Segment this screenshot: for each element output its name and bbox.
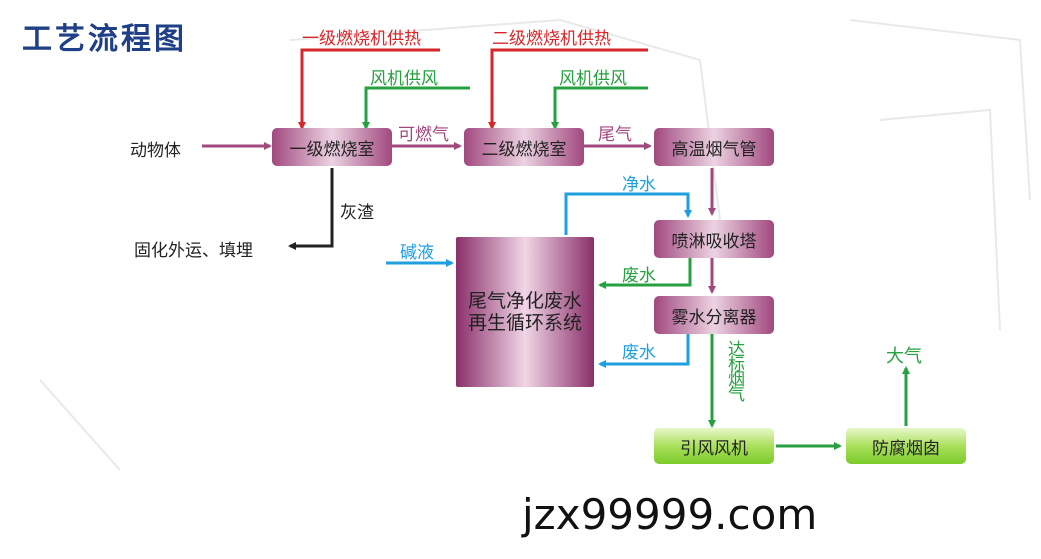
tail-gas-label: 尾气 (598, 125, 632, 145)
recycle-system-line1: 尾气净化废水 (467, 290, 582, 312)
secondary-chamber-node: 二级燃烧室 (464, 128, 584, 166)
primary-chamber-node: 一级燃烧室 (272, 128, 392, 166)
watermark-text: jzx99999.com (522, 490, 818, 539)
page-title: 工艺流程图 (22, 22, 187, 57)
atmosphere-text: 大气 (886, 346, 922, 367)
ash-output-text: 固化外运、填埋 (134, 241, 253, 261)
ash-arrow (288, 168, 334, 250)
mist-separator-node: 雾水分离器 (654, 296, 774, 334)
induced-fan-node: 引风风机 (654, 428, 774, 464)
standard-gas-label: 达标烟气 (724, 340, 744, 400)
spray-tower-node: 喷淋吸收塔 (654, 220, 774, 258)
fan2-arrow (551, 86, 648, 130)
waste-water2-arrow (598, 334, 690, 368)
recycle-system-line2: 再生循环系统 (467, 312, 582, 334)
heat2-arrow (488, 48, 648, 130)
fan2-label: 风机供风 (559, 69, 627, 89)
combustible-gas-label: 可燃气 (398, 125, 449, 145)
alkali-label: 碱液 (400, 243, 434, 263)
input-text: 动物体 (130, 141, 181, 161)
chimney-node: 防腐烟囱 (846, 428, 966, 464)
fan1-label: 风机供风 (370, 69, 438, 89)
fan1-arrow (362, 86, 470, 130)
heat1-arrow (298, 48, 440, 130)
heat1-label: 一级燃烧机供热 (302, 29, 421, 49)
ash-label: 灰渣 (340, 203, 374, 223)
waste-water1-arrow (598, 258, 692, 289)
waste-water1-label: 废水 (622, 266, 656, 286)
heat2-label: 二级燃烧机供热 (492, 29, 611, 49)
waste-water2-label: 废水 (622, 343, 656, 363)
clean-water-arrow (564, 192, 692, 235)
flue-pipe-node: 高温烟气管 (654, 128, 774, 166)
clean-water-label: 净水 (622, 175, 656, 195)
recycle-system-node: 尾气净化废水 再生循环系统 (456, 237, 594, 387)
